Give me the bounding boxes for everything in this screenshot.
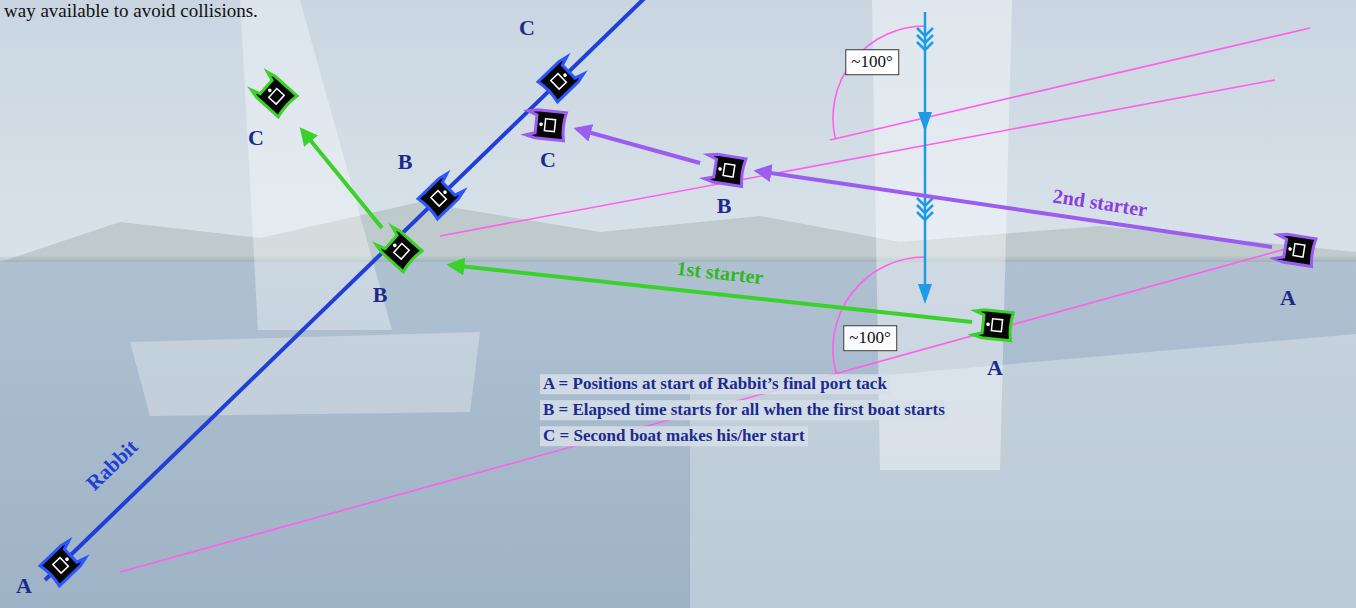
wind-arrowhead bbox=[918, 284, 932, 304]
first-starter-boats bbox=[250, 71, 1013, 341]
wind-line bbox=[924, 12, 927, 300]
position-letter: A bbox=[1280, 285, 1296, 310]
second-starter-boats bbox=[526, 109, 1316, 267]
position-letter: A bbox=[16, 573, 32, 598]
position-letter: B bbox=[373, 282, 388, 307]
rabbit-boats bbox=[40, 55, 585, 586]
track-label: 2nd starter bbox=[1051, 184, 1148, 221]
boat-icon bbox=[538, 55, 585, 102]
rabbit-track bbox=[45, 0, 655, 580]
boat-icon bbox=[40, 539, 87, 586]
cut-off-note: way available to avoid collisions. bbox=[4, 0, 258, 22]
position-letter: C bbox=[540, 147, 556, 172]
key-line: B = Elapsed time starts for all when the… bbox=[540, 400, 948, 420]
course-lines bbox=[120, 26, 1310, 572]
first-starter-track bbox=[302, 130, 382, 228]
angle-arc bbox=[833, 26, 925, 139]
hills bbox=[0, 202, 1356, 262]
key-line: A = Positions at start of Rabbit’s final… bbox=[540, 374, 890, 394]
position-letter: C bbox=[248, 125, 264, 150]
boat-icon bbox=[704, 153, 746, 187]
position-letter: B bbox=[398, 149, 413, 174]
wind-feathers bbox=[917, 198, 933, 220]
track-label: 1st starter bbox=[675, 257, 764, 289]
sail-shape bbox=[240, 0, 392, 330]
position-letter: B bbox=[717, 193, 732, 218]
catamaran-shape bbox=[130, 332, 480, 416]
second-starter-track bbox=[577, 129, 700, 163]
boat-icon bbox=[973, 309, 1014, 341]
angle-label: ~100° bbox=[843, 325, 897, 351]
course-line bbox=[120, 245, 1300, 572]
angle-label: ~100° bbox=[845, 49, 899, 75]
track-label: Rabbit bbox=[81, 435, 142, 495]
boat-icon bbox=[418, 172, 465, 219]
key-line: C = Second boat makes his/her start bbox=[540, 426, 808, 446]
wind-arrow bbox=[917, 12, 933, 300]
boat-icon bbox=[526, 109, 567, 141]
course-line bbox=[830, 28, 1310, 140]
wind-feathers bbox=[917, 28, 933, 50]
boat-icon bbox=[1274, 233, 1316, 267]
second-starter-track bbox=[757, 171, 1272, 247]
boat-icon bbox=[250, 71, 297, 117]
course-line bbox=[440, 80, 1275, 236]
boat-icon bbox=[375, 226, 422, 272]
position-letter: C bbox=[519, 15, 535, 40]
position-letter: A bbox=[987, 355, 1003, 380]
wind-arrowhead bbox=[918, 112, 932, 132]
